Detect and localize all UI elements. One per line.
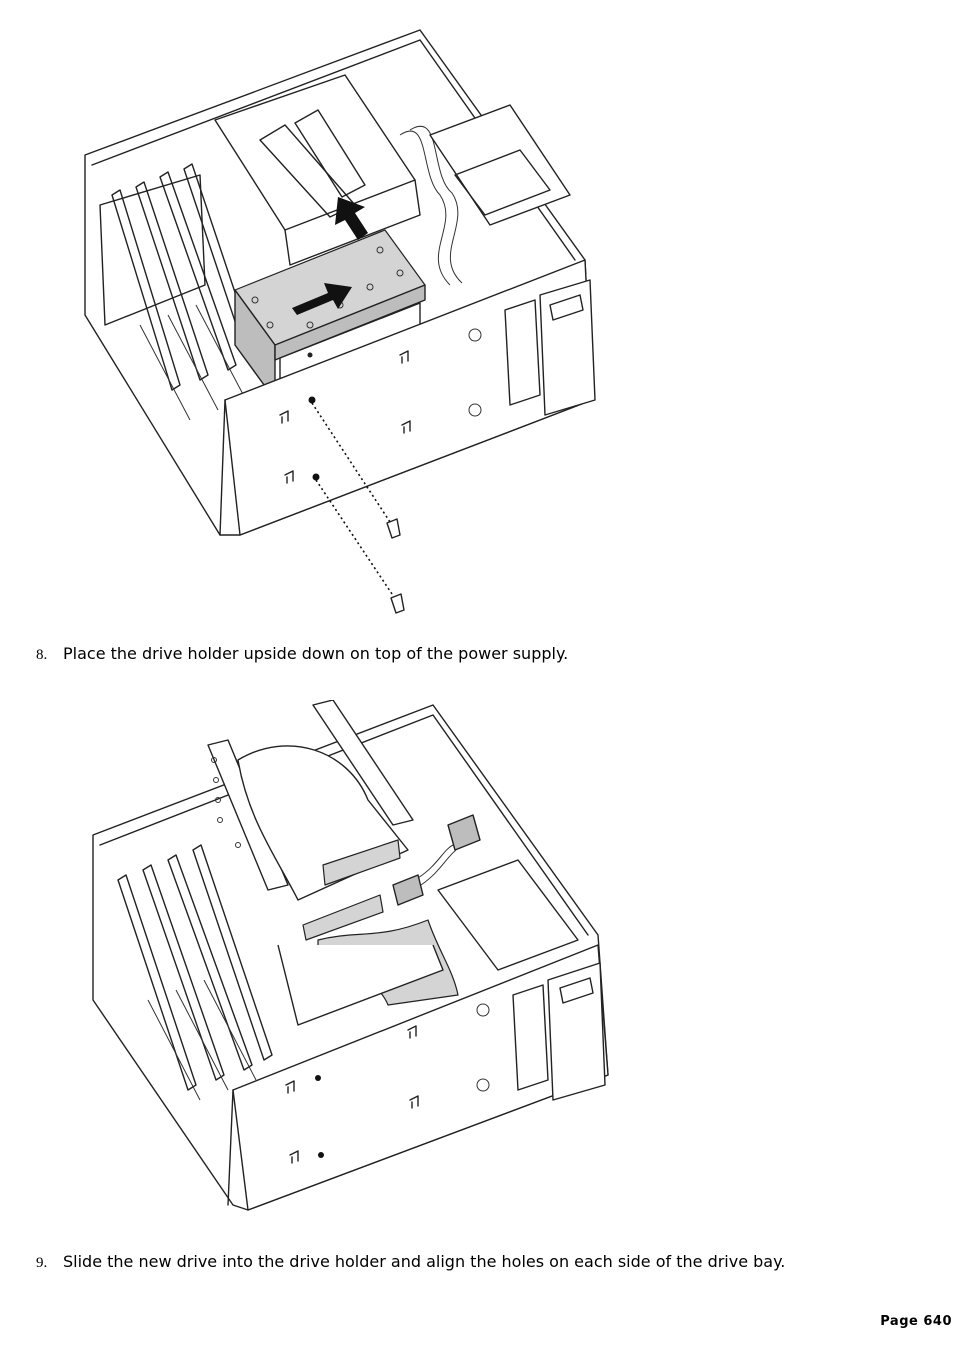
front-drive-bay	[512, 962, 606, 1101]
power-connector	[392, 814, 481, 906]
page-number: Page 640	[880, 1314, 952, 1329]
expansion-cards	[117, 844, 273, 1101]
step-text: Slide the new drive into the drive holde…	[63, 1252, 786, 1271]
arrow-right-icon	[292, 283, 352, 315]
screws	[311, 402, 405, 614]
step-9: 9. Slide the new drive into the drive hol…	[36, 1252, 785, 1273]
computer-chassis-drawing-1	[84, 29, 596, 614]
step-number: 8.	[36, 647, 48, 663]
drive-holder-on-power-supply-illustration	[88, 700, 618, 1215]
front-drive-bay	[504, 279, 596, 416]
drive-holder-removal-illustration	[80, 25, 600, 620]
arrow-up-icon	[335, 197, 368, 240]
step-text: Place the drive holder upside down on to…	[63, 644, 569, 663]
step-number: 9.	[36, 1255, 48, 1271]
expansion-cards	[111, 163, 257, 421]
computer-chassis-drawing-2	[92, 700, 609, 1211]
step-8: 8. Place the drive holder upside down on …	[36, 644, 568, 665]
